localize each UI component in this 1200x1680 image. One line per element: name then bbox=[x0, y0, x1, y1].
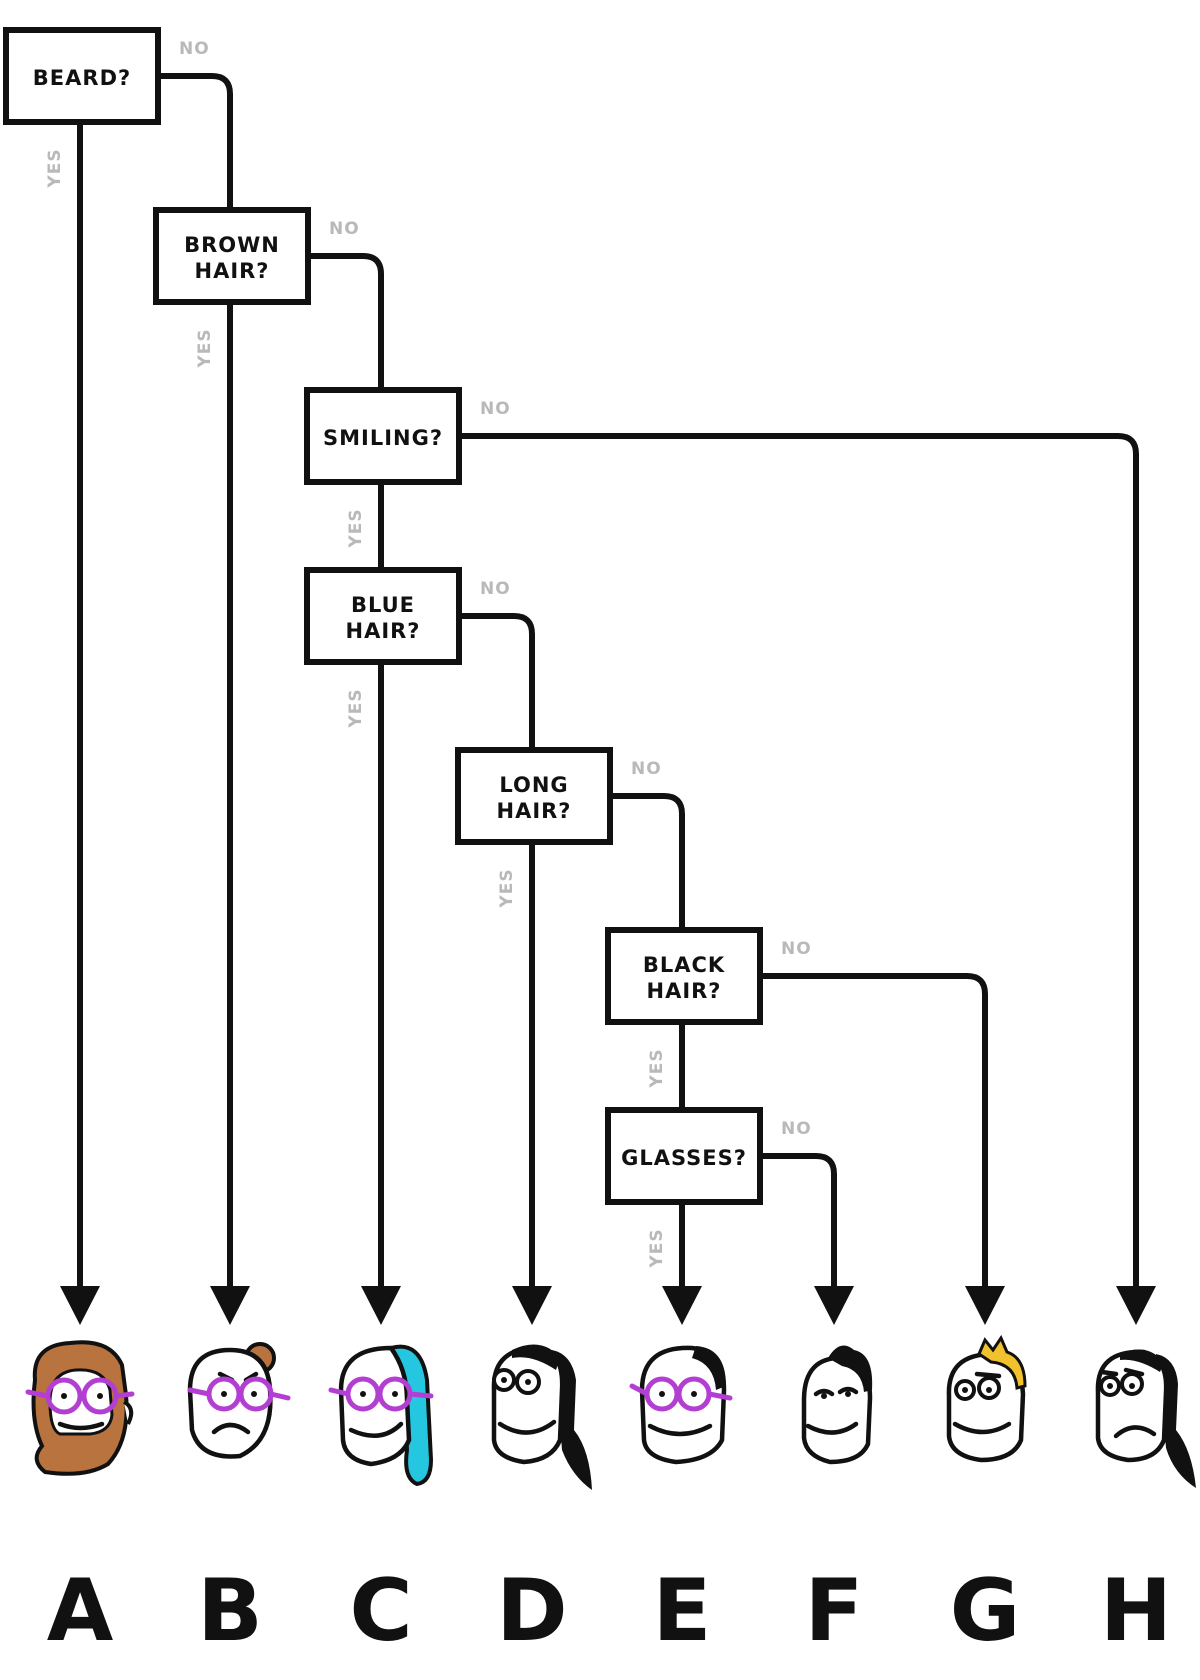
question-beard-text: BEARD? bbox=[33, 66, 131, 90]
long-haired-smiling-face-icon bbox=[491, 1344, 592, 1490]
no-label-brown-hair: NO bbox=[329, 219, 360, 239]
no-label-long-hair: NO bbox=[631, 759, 662, 779]
edge-q1-no bbox=[155, 73, 233, 210]
question-glasses: GLASSES? bbox=[605, 1107, 763, 1205]
question-brown-hair-line2: HAIR? bbox=[195, 259, 270, 283]
arrowhead-e bbox=[662, 1286, 702, 1325]
arrowhead-c bbox=[361, 1286, 401, 1325]
outcome-letter-a: A bbox=[47, 1561, 114, 1661]
question-blue-hair-line2: HAIR? bbox=[346, 619, 421, 643]
outcome-letter-d: D bbox=[496, 1561, 567, 1661]
question-long-hair-line1: LONG bbox=[499, 773, 568, 797]
no-label-glasses: NO bbox=[781, 1119, 812, 1139]
outcome-letter-c: C bbox=[349, 1561, 412, 1661]
arrowhead-b bbox=[210, 1286, 250, 1325]
outcome-letter-h: H bbox=[1100, 1561, 1172, 1661]
question-brown-hair: BROWN HAIR? bbox=[153, 207, 311, 305]
edge-q7-no bbox=[757, 1153, 837, 1305]
bearded-face-with-glasses-icon bbox=[25, 1340, 135, 1476]
edge-q6-no bbox=[757, 973, 988, 1305]
question-long-hair: LONG HAIR? bbox=[455, 747, 613, 845]
question-beard: BEARD? bbox=[3, 27, 161, 125]
no-label-blue-hair: NO bbox=[480, 579, 511, 599]
question-brown-hair-line1: BROWN bbox=[184, 233, 280, 257]
arrowhead-g bbox=[965, 1286, 1005, 1325]
arrowheads bbox=[60, 1286, 1156, 1325]
outcome-letter-f: F bbox=[805, 1561, 864, 1661]
question-blue-hair-line1: BLUE bbox=[351, 593, 415, 617]
question-boxes: BEARD? BROWN HAIR? SMILING? BLUE HAIR? L… bbox=[3, 27, 763, 1205]
arrowhead-h bbox=[1116, 1286, 1156, 1325]
edge-q3-no bbox=[456, 433, 1139, 1305]
yellow-haired-smiling-face-icon bbox=[946, 1334, 1027, 1463]
yes-labels: YES YES YES YES YES YES YES bbox=[45, 148, 667, 1268]
edge-q5-no bbox=[607, 793, 685, 930]
yes-label-brown-hair: YES bbox=[195, 328, 215, 368]
frowning-face-with-glasses-icon bbox=[187, 1342, 291, 1459]
yes-label-glasses: YES bbox=[647, 1228, 667, 1268]
question-black-hair: BLACK HAIR? bbox=[605, 927, 763, 1025]
yes-label-beard: YES bbox=[45, 148, 65, 188]
outcome-letter-e: E bbox=[653, 1561, 712, 1661]
no-label-beard: NO bbox=[179, 39, 210, 59]
connectors bbox=[77, 73, 1139, 1305]
edge-q4-no bbox=[456, 613, 535, 750]
yes-label-long-hair: YES bbox=[497, 868, 517, 908]
no-label-smiling: NO bbox=[480, 399, 511, 419]
arrowhead-f bbox=[814, 1286, 854, 1325]
yes-label-black-hair: YES bbox=[647, 1048, 667, 1088]
yes-label-blue-hair: YES bbox=[346, 688, 366, 728]
outcome-letter-g: G bbox=[950, 1561, 1021, 1661]
arrowhead-a bbox=[60, 1286, 100, 1325]
outcome-letters: A B C D E F G H bbox=[47, 1561, 1172, 1661]
question-black-hair-line2: HAIR? bbox=[647, 979, 722, 1003]
outcome-letter-b: B bbox=[197, 1561, 263, 1661]
no-label-black-hair: NO bbox=[781, 939, 812, 959]
question-long-hair-line2: HAIR? bbox=[497, 799, 572, 823]
arrowhead-d bbox=[512, 1286, 552, 1325]
question-smiling: SMILING? bbox=[304, 387, 462, 485]
smiling-face-with-glasses-icon bbox=[629, 1345, 733, 1465]
question-black-hair-line1: BLACK bbox=[643, 953, 725, 977]
long-haired-frowning-face-icon bbox=[1095, 1349, 1196, 1488]
edge-q2-no bbox=[305, 253, 384, 390]
black-haired-smiling-face-icon bbox=[801, 1345, 873, 1465]
question-smiling-text: SMILING? bbox=[323, 426, 443, 450]
no-labels: NO NO NO NO NO NO NO bbox=[179, 39, 812, 1139]
blue-haired-face-with-glasses-icon bbox=[328, 1344, 434, 1487]
yes-label-smiling: YES bbox=[346, 508, 366, 548]
question-blue-hair: BLUE HAIR? bbox=[304, 567, 462, 665]
question-glasses-text: GLASSES? bbox=[621, 1146, 747, 1170]
